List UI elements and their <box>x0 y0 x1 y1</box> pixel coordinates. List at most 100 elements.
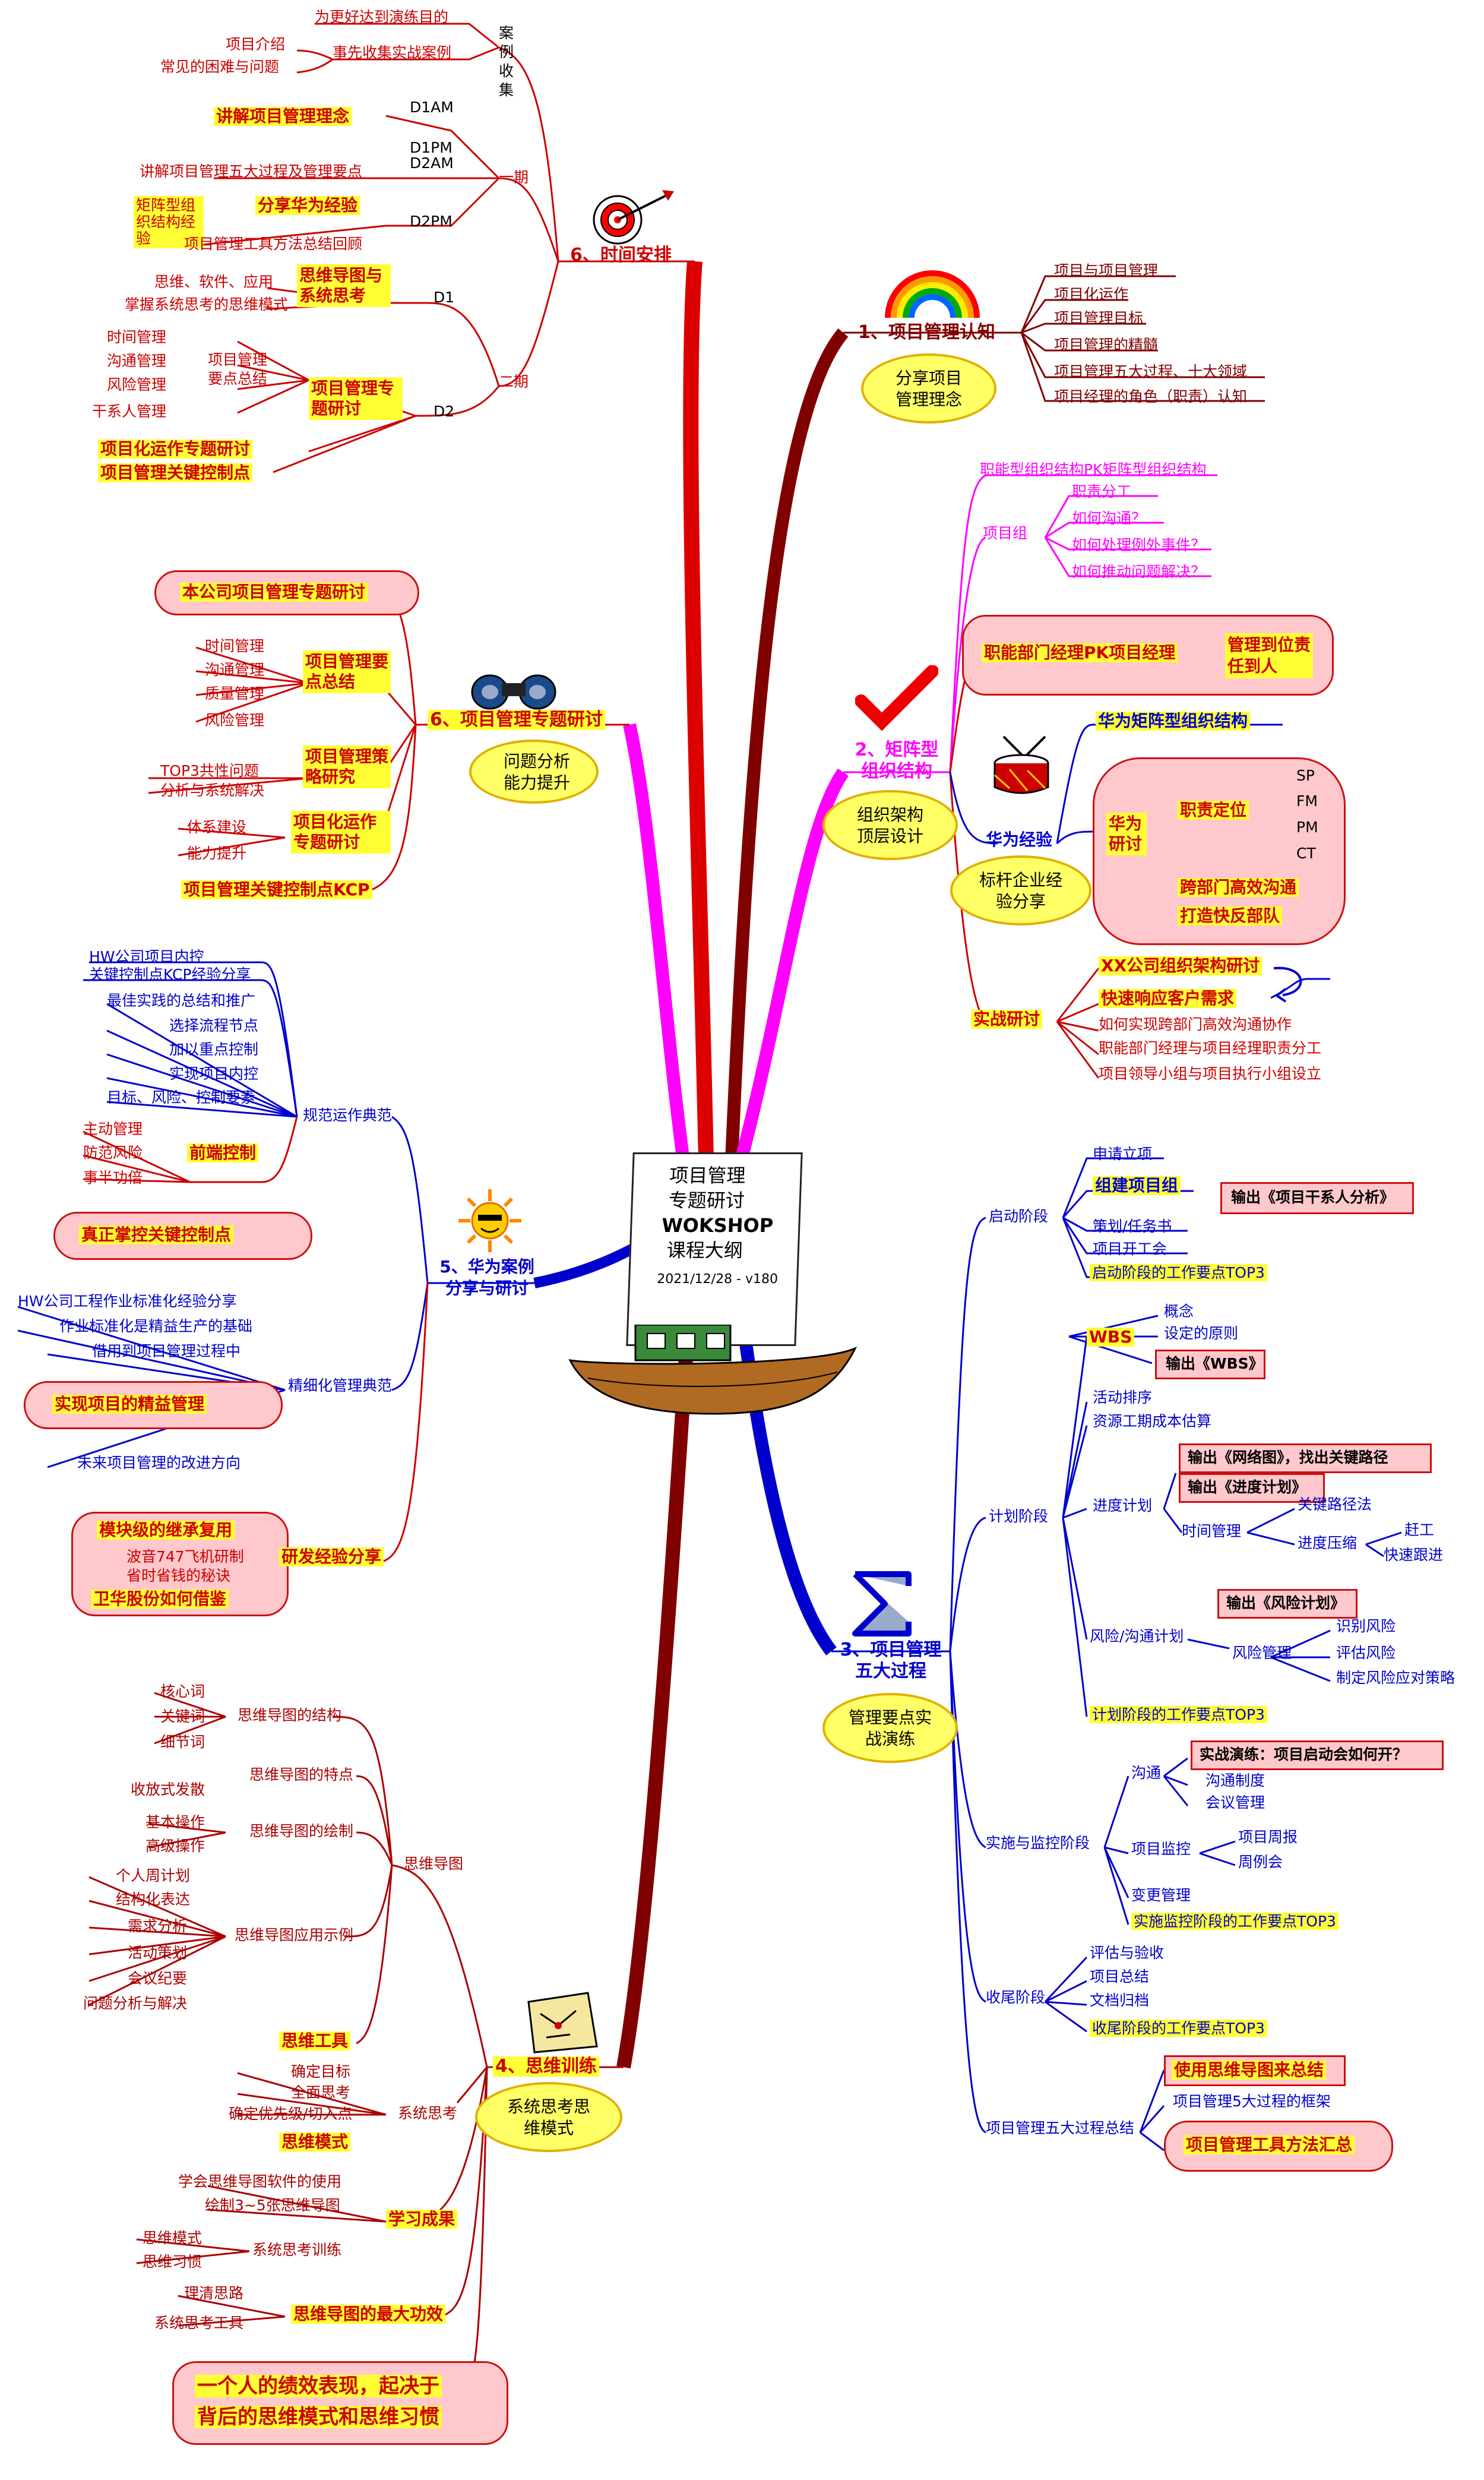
plan-item: 活动排序 <box>1093 1389 1153 1406</box>
mm-struct-item: 关键词 <box>160 1708 205 1725</box>
d2pm-item: 项目管理工具方法总结回顾 <box>184 235 363 252</box>
plan-comp: 快速跟进 <box>1384 1546 1444 1563</box>
plan-time-item: 进度压缩 <box>1298 1534 1358 1552</box>
case-label: 案例收集 <box>499 24 514 99</box>
center-line2: 专题研讨 <box>668 1189 745 1212</box>
b5-g1-item: HW公司项目内控 <box>89 948 204 965</box>
topic-g1-item: 风险管理 <box>205 712 265 729</box>
b1-item: 项目管理目标 <box>1054 309 1144 327</box>
exec-label: 实施与监控阶段 <box>986 1834 1090 1852</box>
topic-g3-item: 能力提升 <box>187 845 247 862</box>
mm-label: 思维导图 <box>404 1855 464 1872</box>
mm-ex-item: 会议纪要 <box>128 1970 188 1987</box>
hw-label: 华为经验 <box>986 830 1053 849</box>
sum-label: 项目管理五大过程总结 <box>986 2119 1135 2137</box>
center-line1: 项目管理 <box>669 1164 746 1187</box>
close-item: 收尾阶段的工作要点TOP3 <box>1090 2020 1267 2037</box>
hw-oval: 标杆企业经验分享 <box>950 855 1091 925</box>
start-item: 项目开工会 <box>1093 1240 1167 1258</box>
start-label: 启动阶段 <box>989 1208 1049 1225</box>
plan-time-item: 关键路径法 <box>1298 1496 1372 1513</box>
b5-g2-label: 精细化管理典范 <box>288 1377 393 1394</box>
quote-line: 背后的思维模式和思维习惯 <box>195 2406 442 2428</box>
b5-g2-cloud-text: 实现项目的精益管理 <box>52 1395 207 1414</box>
b5-g1-item: 选择流程节点 <box>169 1017 259 1034</box>
b2-title: 2、矩阵型组织结构 <box>855 740 939 782</box>
hw-oval-text: 标杆企业经验分享 <box>979 870 1062 911</box>
sys-label: 系统思考 <box>398 2105 458 2122</box>
res-sub-item: 思维模式 <box>143 2229 202 2247</box>
exec-chg: 变更管理 <box>1131 1887 1191 1904</box>
phase1-label: 一期 <box>499 169 529 186</box>
b2-pk-cloud: 职能部门经理PK项目经理 管理到位责任到人 <box>962 615 1334 696</box>
topic-g2: 项目管理策略研究 <box>303 745 391 788</box>
mm-draw: 思维导图的绘制 <box>249 1822 354 1840</box>
close-item: 文档归档 <box>1090 1992 1150 2009</box>
d2-item: 干系人管理 <box>92 403 167 420</box>
b5-front-item: 主动管理 <box>83 1120 143 1138</box>
sum-cloud: 项目管理工具方法汇总 <box>1164 2121 1393 2172</box>
exec-mon: 项目监控 <box>1131 1840 1191 1857</box>
res-label: 学习成果 <box>386 2210 458 2229</box>
plan-item: 资源工期成本估算 <box>1093 1413 1212 1430</box>
phase2-label: 二期 <box>499 373 529 390</box>
topic-g3: 项目化运作专题研讨 <box>291 811 391 854</box>
mm-struct-item: 细节词 <box>160 1733 205 1751</box>
start-item: 组建项目组 <box>1093 1176 1181 1195</box>
b2-oval-text: 组织架构顶层设计 <box>856 805 923 846</box>
b5-front: 前端控制 <box>187 1143 259 1162</box>
b5-g1-item: 目标、风险、控制要素 <box>107 1089 256 1106</box>
b1-item: 项目化运作 <box>1054 286 1129 303</box>
quote-cloud: 一个人的绩效表现，起决于 背后的思维模式和思维习惯 <box>172 2361 508 2445</box>
plan-wbs-item: 概念 <box>1164 1303 1194 1320</box>
b5-g3-item: 卫华股份如何借鉴 <box>91 1590 229 1609</box>
b4-title: 4、思维训练 <box>493 2056 599 2077</box>
start-item: 申请立项 <box>1093 1145 1153 1162</box>
loop-arrow-icon <box>1273 966 1302 1003</box>
d2-item: 沟通管理 <box>107 352 167 369</box>
d1pm-item: 讲解项目管理五大过程及管理要点 <box>140 163 363 180</box>
topic-g1-item: 质量管理 <box>205 685 265 702</box>
d2-item: 时间管理 <box>107 328 167 346</box>
plan-riskm: 风险管理 <box>1232 1644 1292 1661</box>
case-item: 为更好达到演练目的 <box>315 8 449 26</box>
hw-cloud: 华为研讨 职责定位 SP FM PM CT 跨部门高效沟通 打造快反部队 <box>1093 757 1346 945</box>
topic-g2-item: TOP3共性问题 <box>160 762 259 779</box>
paper-map-icon <box>527 1992 598 2053</box>
b5-g1-item: 关键控制点KCP经验分享 <box>89 966 251 983</box>
center-line3: WOKSHOP <box>661 1214 774 1237</box>
d2-item: 风险管理 <box>107 376 167 393</box>
exec-mon-item: 项目周报 <box>1238 1828 1298 1846</box>
mm-ex-item: 活动策划 <box>128 1944 188 1961</box>
mm-ex-item: 问题分析与解决 <box>83 1995 188 2012</box>
b2-grp-item: 如何处理例外事件？ <box>1072 536 1206 554</box>
b5-g2-last: 未来项目管理的改进方向 <box>77 1454 241 1471</box>
center-line4: 课程大纲 <box>666 1239 743 1262</box>
max-item: 系统思考工具 <box>154 2314 244 2331</box>
b1-title: 1、项目管理认知 <box>858 322 995 343</box>
topic-g1: 项目管理要点总结 <box>303 650 391 693</box>
res-sub-item: 思维习惯 <box>143 2253 202 2270</box>
b2-grp: 项目组 <box>983 525 1028 542</box>
b5-front-item: 防范风险 <box>83 1144 143 1161</box>
time-title: 6、时间安排 <box>570 245 672 266</box>
exec-comm: 沟通 <box>1131 1764 1162 1781</box>
b5-g2-item: 借用到项目管理过程中 <box>92 1342 241 1360</box>
hw-role: PM <box>1296 819 1318 836</box>
res-sub: 系统思考训练 <box>252 2241 342 2258</box>
close-label: 收尾阶段 <box>986 1989 1046 2006</box>
d2-box2: 项目化运作专题研讨 <box>98 440 253 459</box>
d2pm-label: D2PM <box>410 213 453 230</box>
plan-comp: 赶工 <box>1404 1521 1435 1538</box>
b4-oval-text: 系统思考思维模式 <box>507 2097 590 2138</box>
topic-top: 本公司项目管理专题研讨 <box>180 583 368 602</box>
close-item: 评估与验收 <box>1090 1944 1165 1961</box>
exec-comm-out-box: 实战演练：项目启动会如何开？ <box>1191 1740 1444 1770</box>
sys-item: 确定优先级/切入点 <box>229 2105 353 2122</box>
topic-g1-item: 沟通管理 <box>205 661 265 678</box>
d2-label: D2 <box>434 403 455 420</box>
d1am-label: D1AM <box>410 99 454 116</box>
plan-riskm-item: 评估风险 <box>1336 1644 1396 1661</box>
d1-label: D1 <box>434 289 455 306</box>
